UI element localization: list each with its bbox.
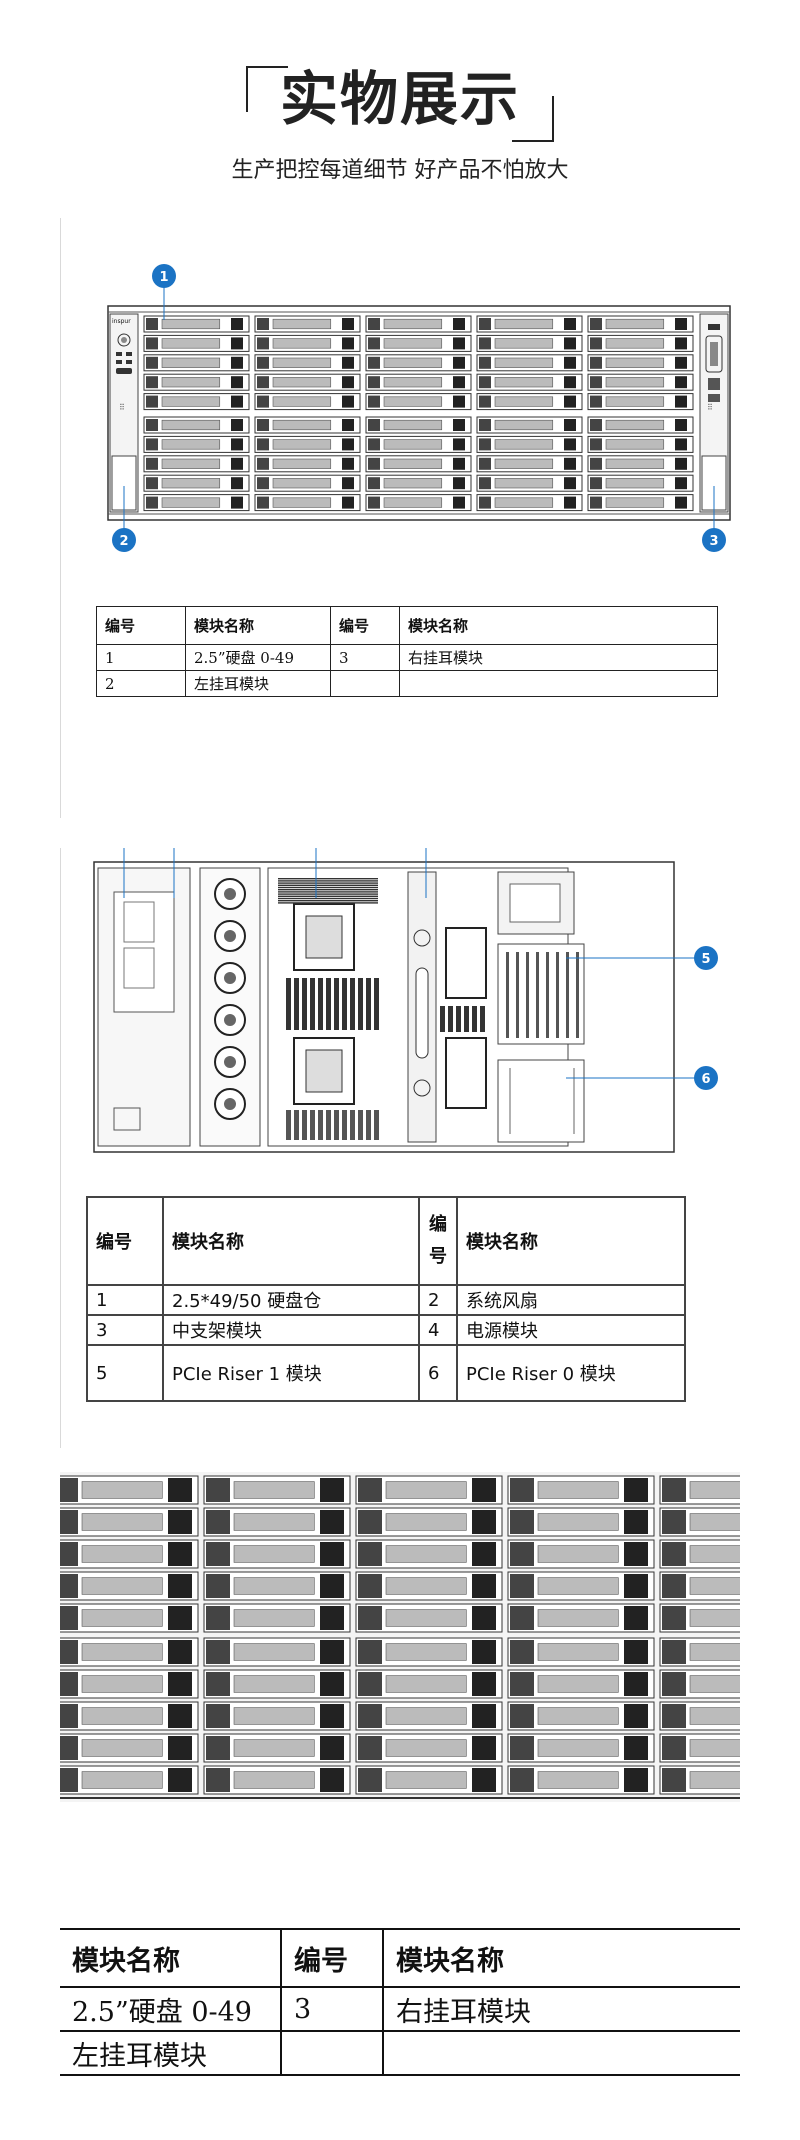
svg-text:3: 3 <box>709 534 718 549</box>
svg-text:⠿: ⠿ <box>707 403 713 412</box>
table-row: 2.5”硬盘 0-49 3 右挂耳模块 <box>60 1986 740 2032</box>
title-block: 实物展示 <box>0 58 800 142</box>
table-header: 编号 <box>330 606 400 645</box>
top-module-table: 编号 模块名称 编号 模块名称 1 2.5*49/50 硬盘仓 2 系统风扇 3… <box>86 1196 686 1402</box>
table-header: 编号 <box>418 1196 458 1286</box>
closeup-module-table: 模块名称 编号 模块名称 2.5”硬盘 0-49 3 右挂耳模块 左挂耳模块 <box>60 1928 740 2076</box>
page-subtitle: 生产把控每道细节 好产品不怕放大 <box>231 158 569 183</box>
front-panel-diagram: inspur ⠿ ⠿ 1 2 3 <box>107 264 731 552</box>
front-module-table: 编号 模块名称 编号 模块名称 1 2.5”硬盘 0-49 3 右挂耳模块 2 … <box>96 606 718 697</box>
svg-text:1: 1 <box>159 270 168 285</box>
guide-line <box>60 218 61 818</box>
table-header: 编号 <box>96 606 186 645</box>
table-header: 模块名称 <box>382 1928 740 1988</box>
top-view-diagram: 5 6 <box>93 848 718 1153</box>
title-frame: 实物展示 <box>245 58 554 142</box>
svg-text:6: 6 <box>701 1072 710 1087</box>
table-row: 1 2.5”硬盘 0-49 3 右挂耳模块 <box>96 644 718 671</box>
page-title: 实物展示 <box>279 65 520 133</box>
table-row: 3 中支架模块 4 电源模块 <box>86 1314 686 1346</box>
callout-1 <box>152 264 176 288</box>
table-header: 模块名称 <box>60 1928 282 1988</box>
table-header: 编号 <box>86 1196 164 1286</box>
guide-line <box>60 848 61 1448</box>
table-header: 模块名称 <box>185 606 331 645</box>
table-header: 模块名称 <box>399 606 718 645</box>
callout-5 <box>694 946 718 970</box>
table-header: 模块名称 <box>162 1196 420 1286</box>
svg-text:5: 5 <box>701 952 710 967</box>
table-header: 编号 <box>280 1928 384 1988</box>
callout-2 <box>112 528 136 552</box>
table-row: 左挂耳模块 <box>60 2030 740 2076</box>
brand-logo: inspur <box>112 318 131 325</box>
table-row: 1 2.5*49/50 硬盘仓 2 系统风扇 <box>86 1284 686 1316</box>
table-header: 模块名称 <box>456 1196 686 1286</box>
drive-bay-closeup <box>60 1472 740 1802</box>
svg-text:2: 2 <box>119 534 128 549</box>
table-row: 5 PCIe Riser 1 模块 6 PCIe Riser 0 模块 <box>86 1344 686 1402</box>
callout-3 <box>702 528 726 552</box>
table-row: 2 左挂耳模块 <box>96 670 718 697</box>
callout-6 <box>694 1066 718 1090</box>
svg-text:⠿: ⠿ <box>119 403 125 412</box>
